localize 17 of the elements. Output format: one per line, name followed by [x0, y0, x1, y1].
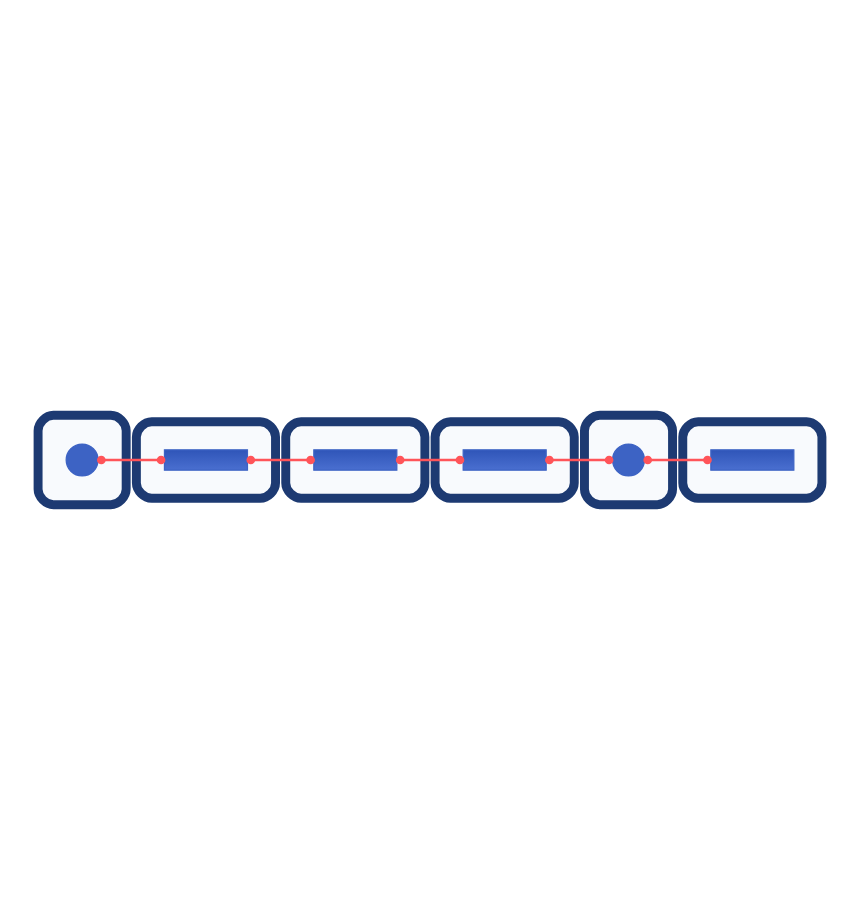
node-bar: [462, 448, 547, 470]
connector: [246, 454, 315, 464]
node-circle: [65, 442, 99, 476]
connector: [545, 454, 614, 464]
connector: [97, 454, 166, 464]
cluster: [33, 409, 131, 509]
cluster: [678, 416, 827, 502]
cluster: [430, 416, 579, 502]
cluster: [580, 409, 677, 509]
cluster: [131, 416, 280, 502]
node-circle: [611, 442, 646, 476]
node-bar: [313, 448, 398, 470]
connector: [643, 454, 712, 464]
connector: [395, 454, 465, 464]
cluster: [281, 416, 430, 502]
node-bar: [163, 448, 249, 470]
node-bar: [710, 448, 795, 470]
